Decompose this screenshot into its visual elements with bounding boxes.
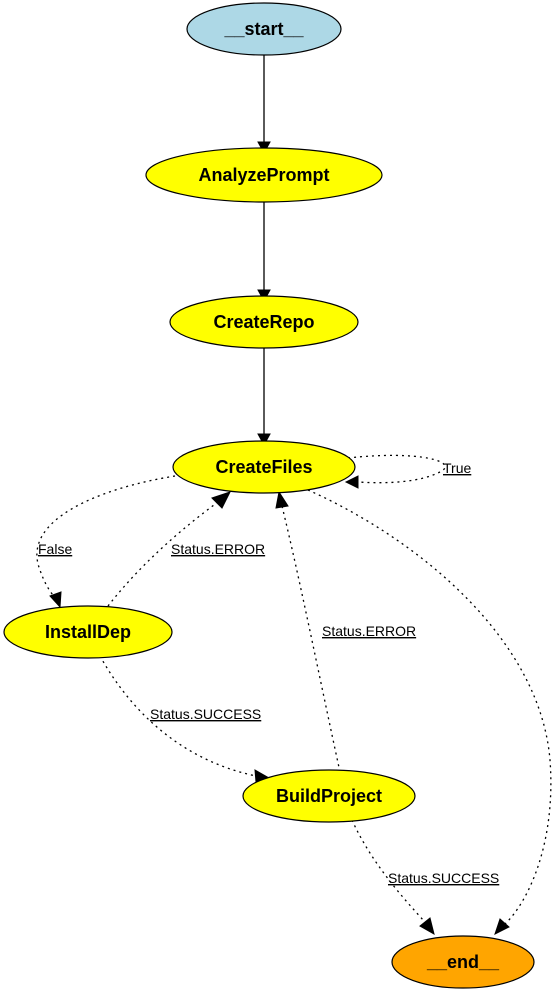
node-build-project-label: BuildProject xyxy=(276,786,382,806)
arrowhead xyxy=(344,475,359,489)
node-analyze-prompt-shape xyxy=(145,147,383,203)
node-create-repo-shape xyxy=(169,295,359,349)
node-end-shape xyxy=(391,935,535,989)
node-analyze-prompt[interactable]: AnalyzePrompt xyxy=(145,147,383,203)
edge-files-end xyxy=(307,489,552,925)
arrowhead xyxy=(49,591,62,609)
arrowhead xyxy=(211,491,231,509)
node-end[interactable]: __end__ xyxy=(391,935,535,989)
node-install-dep[interactable]: InstallDep xyxy=(3,605,173,659)
node-build-project-shape xyxy=(242,769,416,823)
arrowhead xyxy=(275,490,289,509)
node-start[interactable]: __start__ xyxy=(186,2,342,56)
edge-files-self-loop xyxy=(347,454,446,484)
edge-build-files-error xyxy=(281,505,341,773)
node-create-repo-label: CreateRepo xyxy=(213,312,314,332)
arrowhead xyxy=(257,433,271,447)
edge-label-install-success: Status.SUCCESS xyxy=(150,706,261,722)
node-start-label: __start__ xyxy=(223,19,304,39)
arrowhead xyxy=(419,917,435,936)
edge-install-build-success xyxy=(99,655,257,777)
node-create-files-shape xyxy=(172,440,356,494)
node-install-dep-shape xyxy=(3,605,173,659)
node-build-project[interactable]: BuildProject xyxy=(242,769,416,823)
node-create-repo[interactable]: CreateRepo xyxy=(169,295,359,349)
edge-label-true: True xyxy=(443,460,471,476)
edge-label-build-error: Status.ERROR xyxy=(322,623,416,639)
node-create-files[interactable]: CreateFiles xyxy=(172,440,356,494)
edge-files-install xyxy=(36,475,176,599)
node-end-label: __end__ xyxy=(426,952,500,972)
node-create-files-label: CreateFiles xyxy=(215,457,312,477)
node-start-shape xyxy=(186,2,342,56)
edge-label-install-error: Status.ERROR xyxy=(171,541,265,557)
node-install-dep-label: InstallDep xyxy=(45,622,131,642)
node-analyze-prompt-label: AnalyzePrompt xyxy=(198,165,329,185)
arrowhead xyxy=(494,918,510,935)
edge-label-build-success: Status.SUCCESS xyxy=(388,870,499,886)
edge-label-false: False xyxy=(38,541,72,557)
